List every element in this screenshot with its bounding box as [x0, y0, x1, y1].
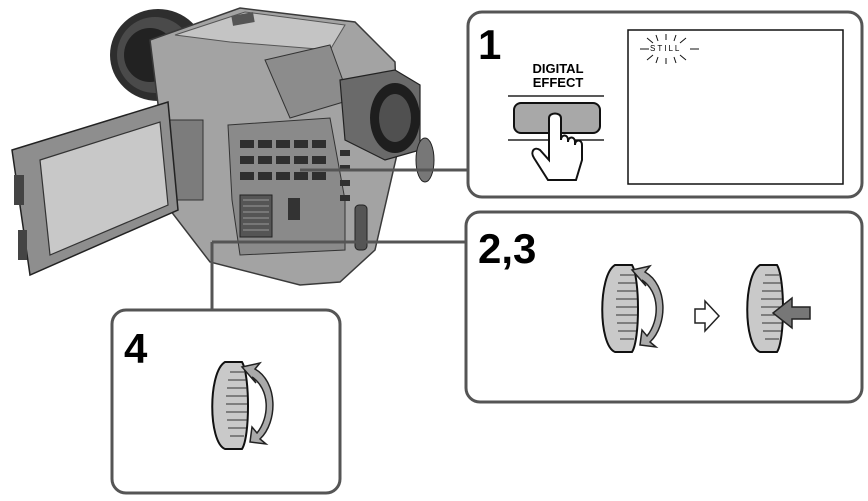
pressing-finger-icon	[531, 112, 583, 181]
connector-lines	[210, 168, 468, 310]
control-dial-icon	[601, 264, 639, 353]
lcd-panel	[11, 101, 179, 277]
step-1-number: 1	[478, 21, 502, 68]
step-4-number: 4	[124, 325, 148, 372]
lcd-screen	[627, 29, 844, 185]
digital-effect-label-line1: DIGITAL	[532, 61, 584, 76]
digital-effect-label-line2: EFFECT	[532, 74, 584, 90]
control-dial-icon	[211, 361, 249, 450]
rotate-arrow-icon	[630, 264, 664, 349]
step-23-panel	[464, 210, 864, 404]
next-step-arrow-icon	[694, 299, 721, 333]
camcorder	[110, 7, 435, 286]
step-4-panel	[110, 308, 342, 495]
step-1-panel	[466, 10, 864, 199]
still-indicator: STILL	[650, 44, 682, 53]
step-23-number: 2,3	[478, 225, 537, 272]
rotate-arrow-icon	[240, 361, 274, 446]
push-arrow-icon	[771, 296, 811, 330]
digital-effect-label: DIGITAL EFFECT	[510, 62, 606, 89]
flash-rays-icon	[640, 34, 699, 64]
control-dial-icon	[746, 264, 784, 353]
